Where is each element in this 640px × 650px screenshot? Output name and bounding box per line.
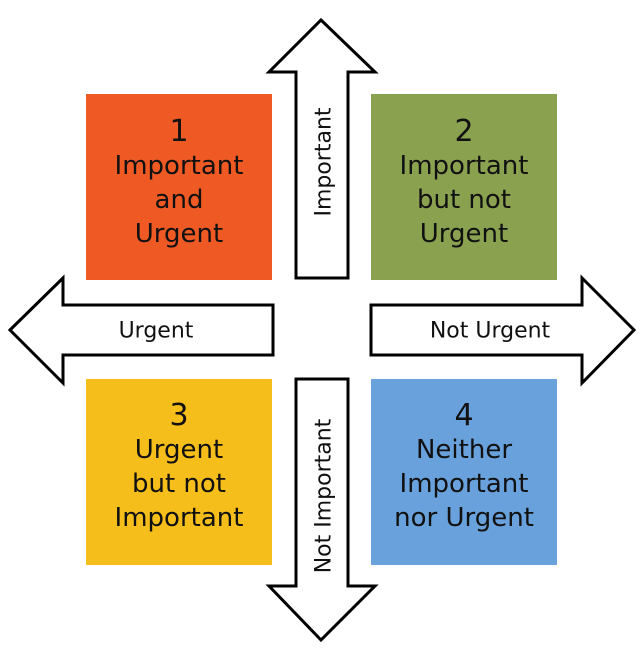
quadrant-label-line: Important — [399, 151, 529, 181]
arrow-down-label: Not Important — [312, 418, 337, 573]
quadrant-label-line: Important — [114, 503, 244, 533]
quadrant-label-line: Urgent — [134, 219, 224, 249]
quadrant-4-neither: 4 Neither Important nor Urgent — [371, 379, 557, 565]
quadrant-number: 4 — [454, 398, 474, 433]
quadrant-label-line: but not — [416, 185, 512, 215]
quadrant-1-important-and-urgent: 1 Important and Urgent — [86, 94, 272, 280]
arrow-down-icon — [265, 377, 379, 643]
arrow-up-icon — [265, 17, 379, 280]
quadrant-number: 1 — [169, 114, 189, 149]
quadrant-label-line: Important — [114, 151, 244, 181]
quadrant-label-line: nor Urgent — [394, 503, 534, 533]
quadrant-number: 2 — [454, 114, 474, 149]
quadrant-label-line: Urgent — [134, 435, 224, 465]
quadrant-label-line: Neither — [415, 435, 513, 465]
arrow-up-label: Important — [312, 107, 337, 216]
quadrant-label-line: Important — [399, 469, 529, 499]
quadrant-label-line: Urgent — [419, 219, 509, 249]
arrow-right-label: Not Urgent — [430, 319, 551, 344]
arrow-right-icon — [369, 274, 637, 387]
quadrant-3-urgent-not-important: 3 Urgent but not Important — [86, 379, 272, 565]
arrow-left-label: Urgent — [119, 319, 194, 344]
quadrant-2-important-not-urgent: 2 Important but not Urgent — [371, 94, 557, 280]
quadrant-number: 3 — [169, 398, 189, 433]
quadrant-label-line: and — [154, 185, 204, 215]
arrow-left-icon — [7, 274, 275, 387]
quadrant-label-line: but not — [131, 469, 227, 499]
